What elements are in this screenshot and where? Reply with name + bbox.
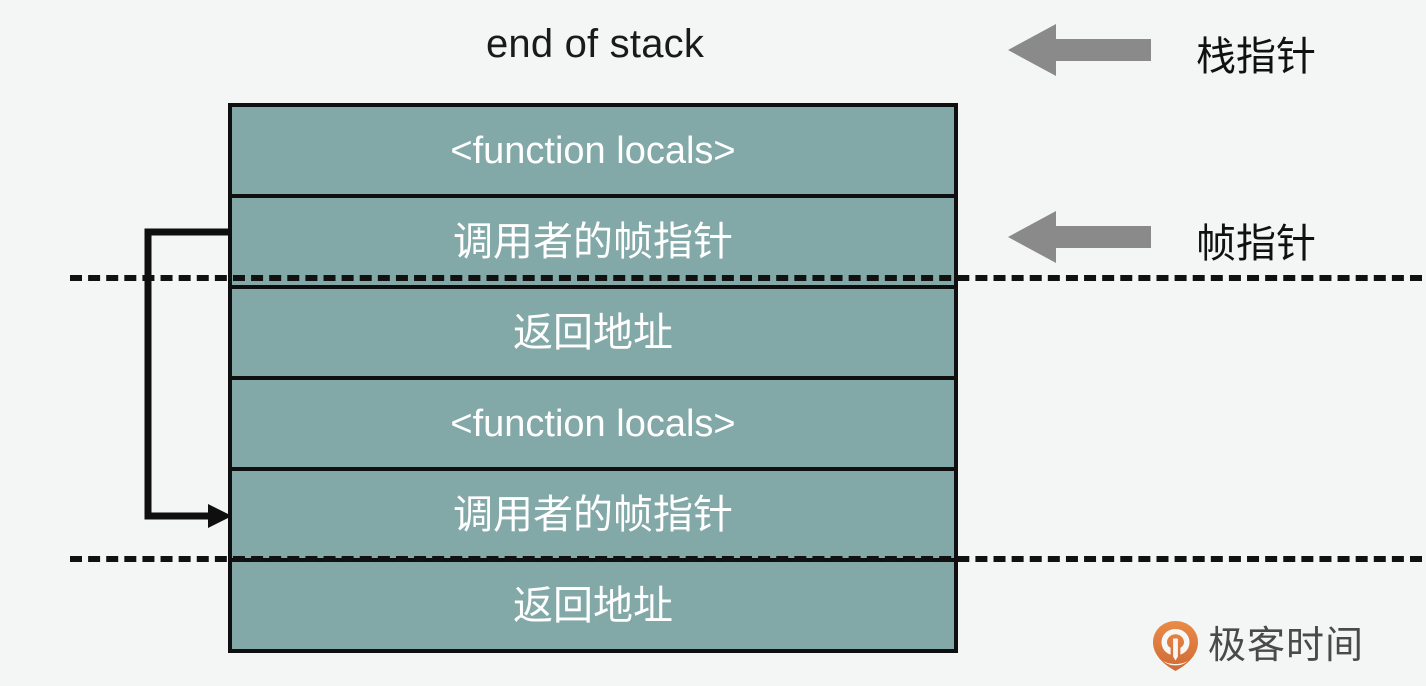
- frame-pointer-chain-connector: [144, 228, 232, 528]
- frame-pointer-label: 帧指针: [1196, 222, 1316, 266]
- stack-cell-function-locals-upper: <function locals>: [232, 107, 954, 198]
- stack-cell-caller-frame-pointer-upper: 调用者的帧指针: [232, 198, 954, 289]
- end-of-stack-label: end of stack: [485, 22, 705, 66]
- stack-pointer-label: 栈指针: [1196, 35, 1316, 79]
- geektime-logo-icon: [1153, 621, 1198, 671]
- stack-column: <function locals> 调用者的帧指针 返回地址 <function…: [228, 103, 958, 653]
- stack-cell-return-address-lower: 返回地址: [513, 583, 673, 628]
- stack-cell-function-locals-lower: <function locals>: [232, 380, 954, 471]
- frame-pointer-arrow-icon: [1008, 211, 1151, 263]
- frame-boundary-lower-dashed-line: [70, 556, 1422, 562]
- stack-pointer-arrow-icon: [1008, 24, 1151, 76]
- brand-name: 极客时间: [1208, 625, 1365, 667]
- stack-cell-caller-frame-pointer-lower: 调用者的帧指针: [232, 471, 954, 562]
- brand-watermark: 极客时间: [1152, 620, 1364, 672]
- frame-boundary-upper-dashed-line: [70, 275, 1422, 281]
- stack-cell-return-address-upper: 返回地址: [232, 289, 954, 380]
